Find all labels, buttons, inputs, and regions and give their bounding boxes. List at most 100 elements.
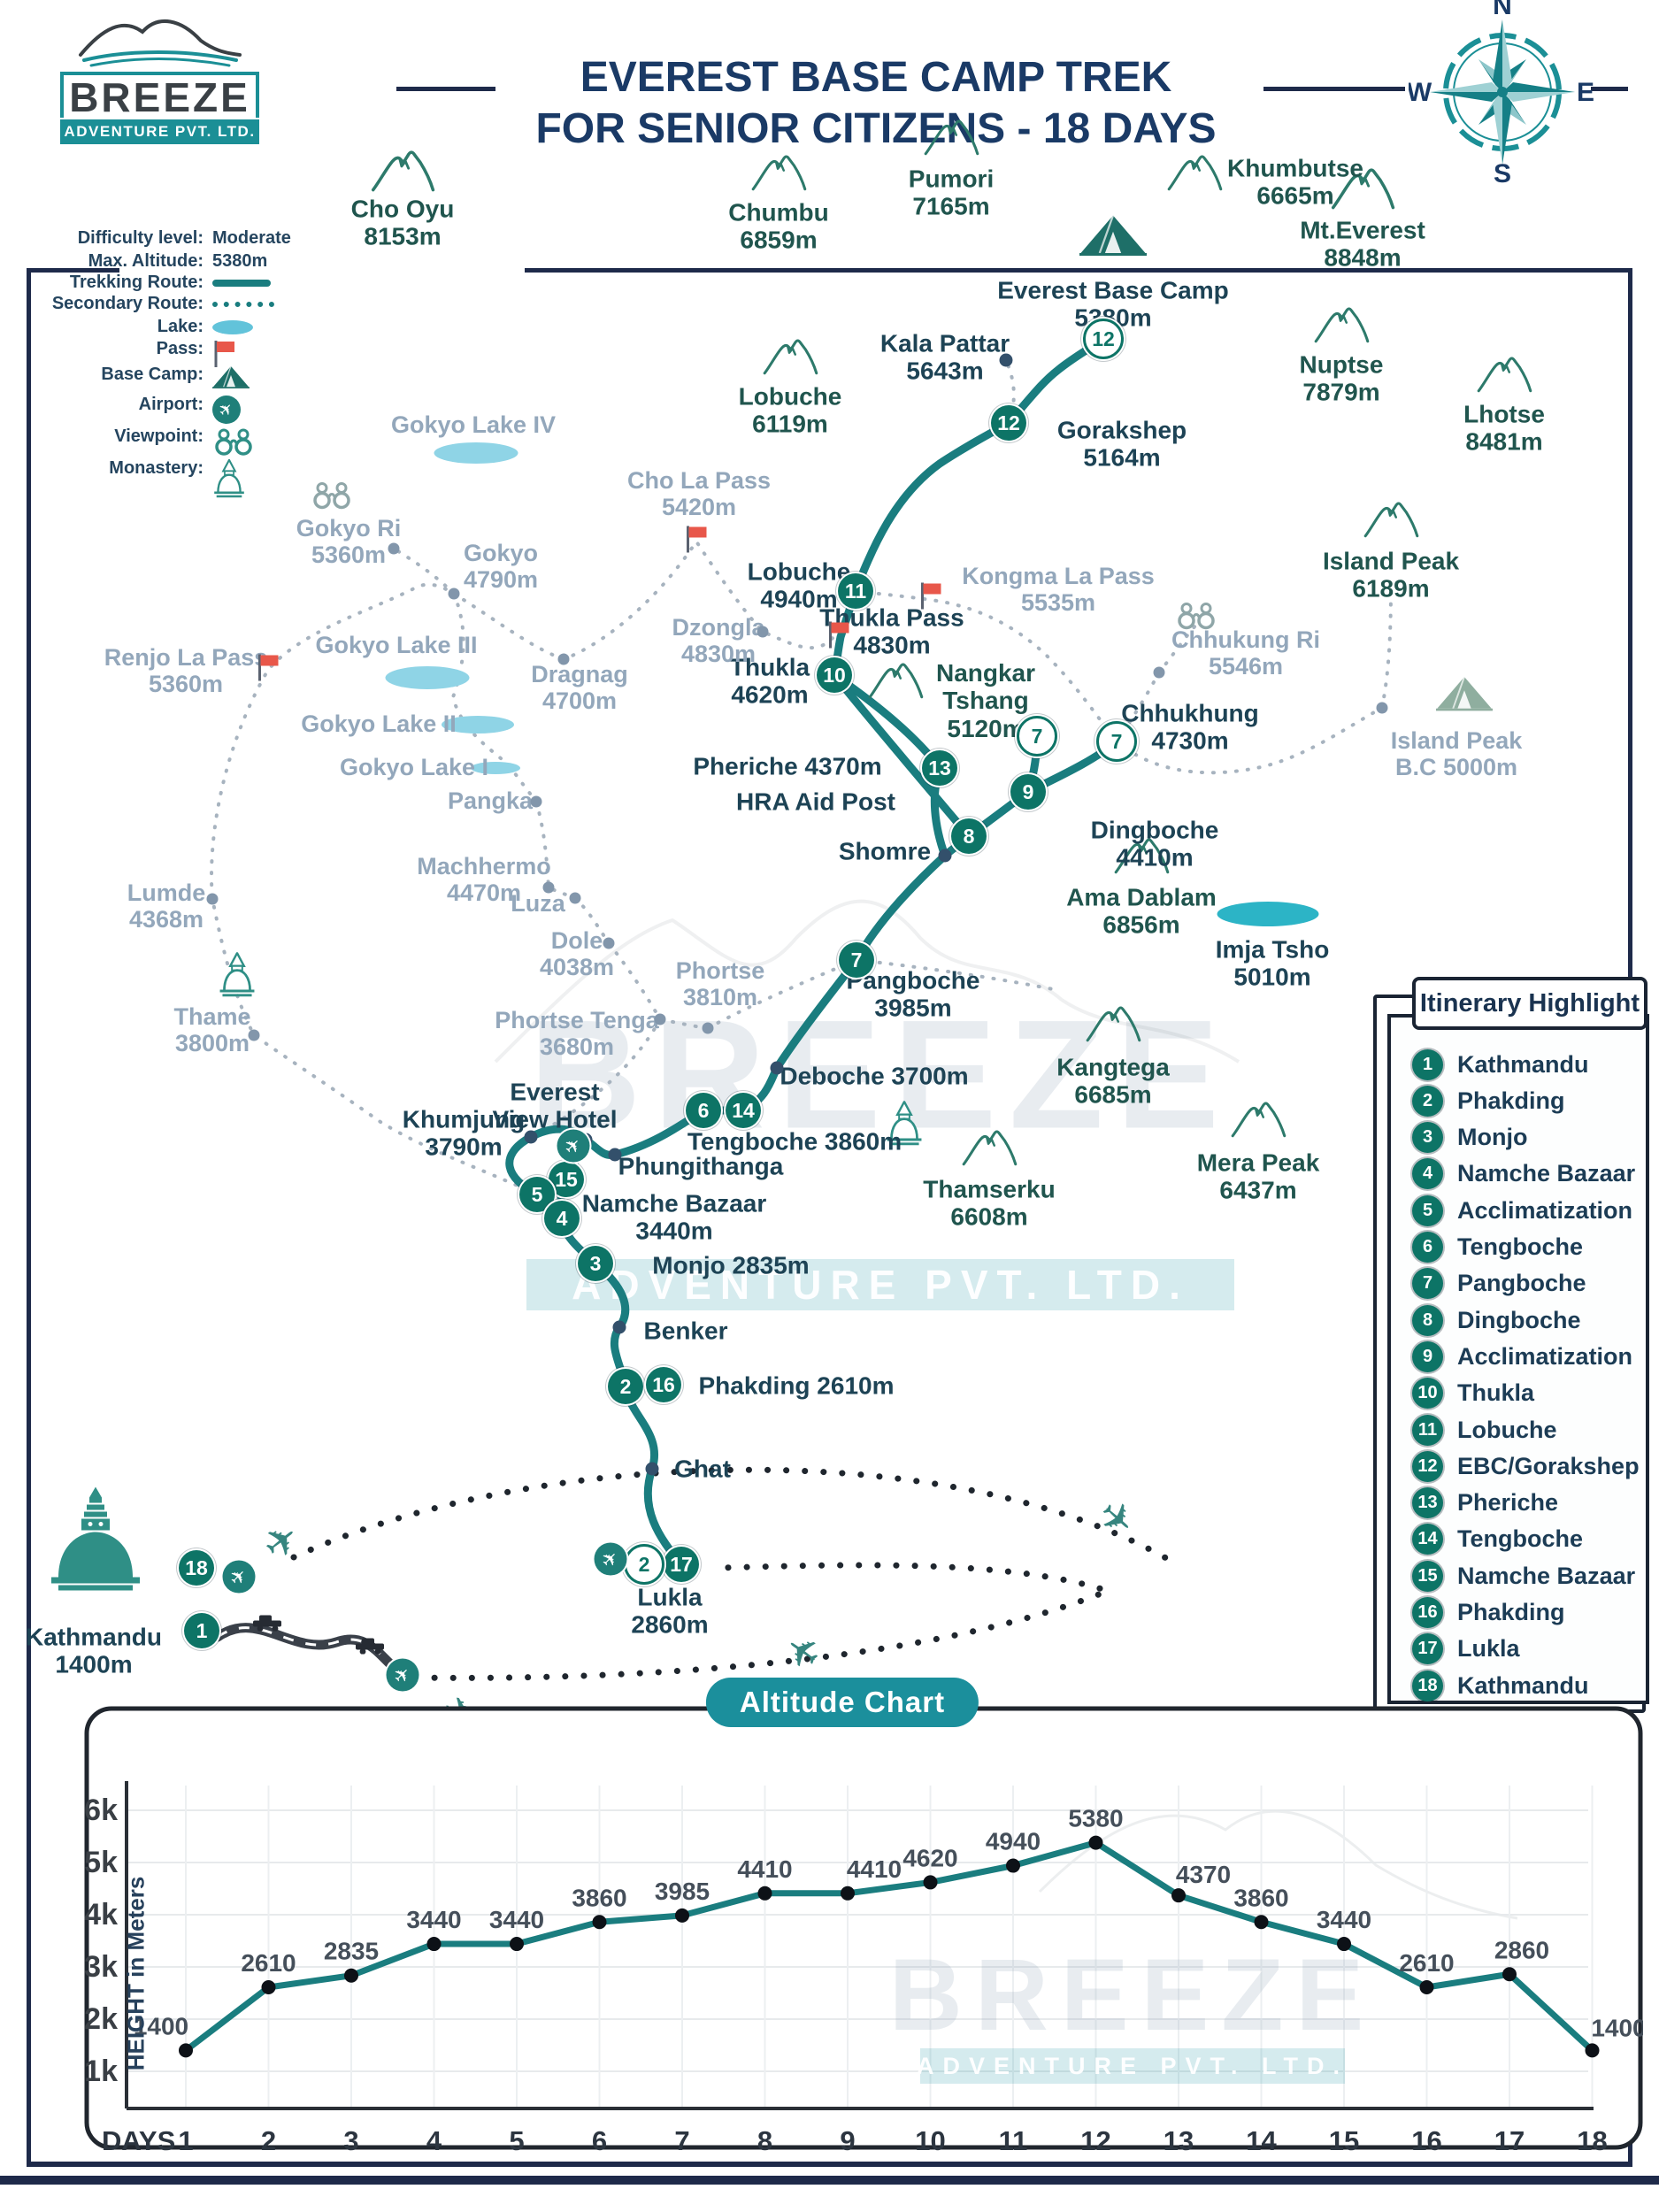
frame-bottom-bar bbox=[0, 2176, 1659, 2185]
itinerary-item-number-9: 9 bbox=[1412, 1340, 1443, 1372]
day-marker-6: 6 bbox=[686, 1093, 721, 1128]
legend-value-base-camp bbox=[212, 365, 250, 393]
data-label-day-13: 4370 bbox=[1176, 1861, 1231, 1888]
itinerary-item-17: 17 Lukla bbox=[1412, 1632, 1520, 1666]
flight-route-1 bbox=[412, 1562, 1118, 1681]
ytick-4k: 4k bbox=[84, 1898, 118, 1932]
legend-label-trekking-route: Trekking Route: bbox=[69, 273, 204, 292]
itinerary-item-number-10: 10 bbox=[1412, 1378, 1443, 1409]
day-marker-3: 3 bbox=[578, 1246, 613, 1281]
itinerary-item-label-3: Monjo bbox=[1457, 1124, 1528, 1151]
ytick-3k: 3k bbox=[84, 1950, 118, 1984]
secondary-route-2 bbox=[392, 547, 456, 595]
data-point-day-16 bbox=[1419, 1980, 1434, 1995]
xtick-day-1: 1 bbox=[178, 2125, 193, 2155]
compass-w: W bbox=[1409, 78, 1432, 107]
itinerary-item-label-7: Pangboche bbox=[1457, 1270, 1586, 1297]
road-ktm-ramechap-dashes bbox=[217, 1626, 404, 1676]
itinerary-item-label-1: Kathmandu bbox=[1457, 1050, 1589, 1078]
itinerary-item-label-15: Namche Bazaar bbox=[1457, 1562, 1636, 1589]
day-marker-2-outline: 2 bbox=[624, 1544, 664, 1585]
legend-value-difficulty: Moderate bbox=[212, 228, 291, 248]
ama-dablam-mountain-icon bbox=[1113, 837, 1170, 879]
cho-oyu-mountain-icon bbox=[370, 150, 435, 197]
xtick-day-16: 16 bbox=[1411, 2125, 1441, 2155]
itinerary-item-number-16: 16 bbox=[1412, 1597, 1443, 1628]
place-label-ghat: Ghat bbox=[674, 1455, 731, 1483]
xaxis-title: DAYS bbox=[102, 2125, 175, 2155]
secondary-route-8 bbox=[854, 589, 1118, 743]
itinerary-item-9: 9 Acclimatization bbox=[1412, 1340, 1632, 1373]
legend-value-viewpoint bbox=[212, 427, 255, 460]
thamserku-mountain-icon bbox=[961, 1129, 1018, 1171]
data-label-day-8: 4410 bbox=[737, 1855, 792, 1883]
ytick-1k: 1k bbox=[84, 2055, 118, 2088]
day-marker-15: 15 bbox=[549, 1162, 584, 1197]
map-dot-11 bbox=[757, 626, 769, 638]
tengboche-monastery-icon bbox=[885, 1099, 924, 1150]
place-label-deboche: Deboche 3700m bbox=[780, 1062, 969, 1090]
mt-everest-mountain-icon bbox=[1330, 167, 1395, 215]
place-label-pangka: Pangka bbox=[447, 787, 534, 814]
day-marker-12: 12 bbox=[991, 405, 1026, 441]
map-dot-1 bbox=[770, 1061, 784, 1075]
map-dot-14 bbox=[542, 881, 555, 894]
itinerary-item-number-12: 12 bbox=[1412, 1450, 1443, 1482]
lake-gokyo-lake-iv bbox=[434, 442, 518, 464]
legend-value-pass bbox=[212, 340, 236, 373]
map-dot-7 bbox=[645, 1462, 659, 1476]
thame-monastery-icon bbox=[218, 950, 257, 1002]
trekking-route-7 bbox=[830, 671, 973, 841]
xtick-day-6: 6 bbox=[592, 2125, 607, 2155]
data-point-day-6 bbox=[592, 1915, 607, 1930]
trekking-route-3 bbox=[581, 832, 973, 1160]
xtick-day-2: 2 bbox=[261, 2125, 276, 2155]
legend-row-lake: Lake: bbox=[35, 317, 327, 340]
legend-value-secondary-route bbox=[212, 295, 274, 307]
place-label-gokyo-lake-iv: Gokyo Lake IV bbox=[390, 411, 557, 438]
legend-row-airport: Airport:✈ bbox=[35, 395, 327, 424]
nangkar-tshang-mountain-icon bbox=[867, 662, 924, 703]
legend-row-difficulty: Difficulty level: Moderate bbox=[35, 228, 327, 251]
itinerary-item-number-4: 4 bbox=[1412, 1158, 1443, 1190]
itinerary-item-number-14: 14 bbox=[1412, 1524, 1443, 1555]
itinerary-item-label-12: EBC/Gorakshep bbox=[1457, 1452, 1640, 1479]
day-marker-7-outline: 7 bbox=[1096, 721, 1137, 762]
kathmandu-airport-icon: ✈ bbox=[222, 1560, 256, 1594]
legend-label-difficulty: Difficulty level: bbox=[77, 228, 204, 248]
itinerary-item-label-8: Dingboche bbox=[1457, 1306, 1581, 1333]
legend-row-base-camp: Base Camp: bbox=[35, 365, 327, 389]
day-marker-1: 1 bbox=[184, 1613, 219, 1648]
secondary-route-11 bbox=[1380, 582, 1393, 710]
data-label-day-2: 2610 bbox=[241, 1949, 296, 1977]
xtick-day-11: 11 bbox=[999, 2125, 1028, 2155]
lake-gokyo-lake-iii bbox=[385, 666, 470, 689]
nuptse-mountain-icon bbox=[1313, 306, 1370, 348]
map-dot-8 bbox=[388, 542, 400, 555]
legend-row-viewpoint: Viewpoint: bbox=[35, 426, 327, 456]
xtick-day-17: 17 bbox=[1494, 2125, 1525, 2155]
frame-bottom-line bbox=[27, 2162, 1632, 2167]
data-point-day-18 bbox=[1585, 2043, 1600, 2058]
data-label-day-18: 1400 bbox=[1591, 2014, 1643, 2041]
itinerary-item-18: 18 Kathmandu bbox=[1412, 1669, 1589, 1702]
data-point-day-1 bbox=[179, 2043, 193, 2058]
data-label-day-5: 3440 bbox=[489, 1906, 544, 1933]
itinerary-item-label-13: Pheriche bbox=[1457, 1489, 1559, 1517]
compass-rose: N S E W bbox=[1409, 0, 1594, 184]
legend-value-airport: ✈ bbox=[212, 396, 241, 424]
